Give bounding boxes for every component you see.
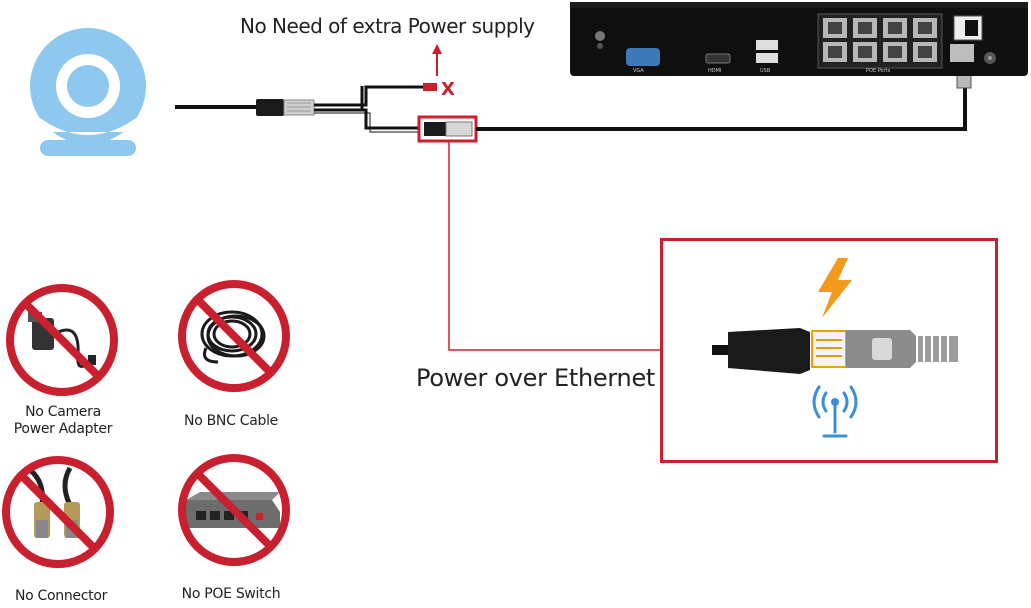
no-camera-adapter-label: No Camera Power Adapter: [13, 404, 113, 437]
usb-label: USB: [760, 68, 771, 74]
camera-icon: [30, 28, 146, 156]
prohibited-circle-2: [178, 280, 290, 392]
lightning-bolt-icon: [818, 258, 852, 318]
camera-rj45-plug-icon: [256, 99, 315, 116]
no-connector-label: No Connector: [14, 588, 108, 604]
vga-label: VGA: [633, 68, 644, 74]
nvr-device-icon: [570, 2, 1028, 76]
poe-ports-label: POE Ports: [866, 68, 891, 74]
no-bnc-cable-label: No BNC Cable: [184, 413, 278, 429]
rj45-plug-closeup-icon: [712, 328, 958, 374]
prohibited-circle-1: [6, 284, 118, 396]
poe-detail-box: [660, 238, 998, 463]
hdmi-label: HDMI: [708, 68, 722, 74]
cross-icon: X: [441, 79, 455, 100]
prohibited-circle-3: [2, 456, 114, 568]
top-note: No Need of extra Power supply: [240, 14, 535, 38]
bnc-cable-icon: [200, 310, 266, 364]
no-poe-switch-label: No POE Switch: [181, 586, 281, 602]
poe-label: Power over Ethernet: [416, 364, 656, 392]
antenna-icon: [812, 385, 858, 438]
prohibited-circle-4: [178, 454, 290, 566]
